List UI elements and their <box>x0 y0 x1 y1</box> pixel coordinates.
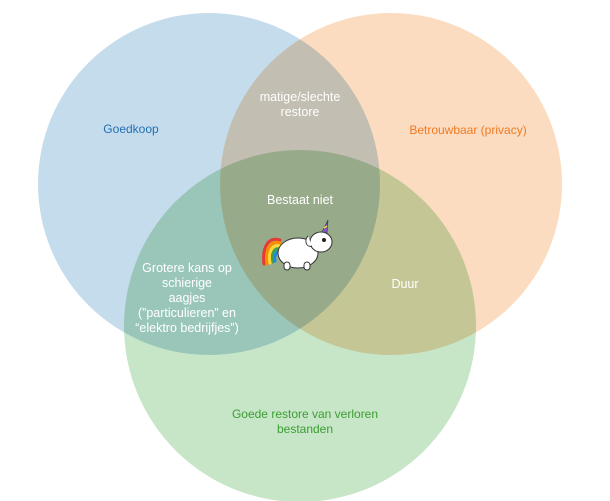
label-line: schierige <box>161 276 213 290</box>
label-line: Grotere kans op <box>142 261 232 275</box>
label-line: “elektro bedrijfjes”) <box>135 321 239 335</box>
unicorn-icon <box>262 219 333 271</box>
label-goede-restore: Goede restore van verloren bestanden <box>232 407 378 437</box>
label-all: Bestaat niet <box>266 193 334 207</box>
label-betrouwbaar-restore: Duur <box>391 277 419 291</box>
label-line: matige/slechte <box>259 90 341 104</box>
label-line: Goede restore van verloren <box>231 407 379 421</box>
label-goedkoop-restore: Grotere kans op schierige aagjes (”parti… <box>135 261 239 336</box>
label-line: restore <box>280 105 320 119</box>
label-line: (”particulieren” en <box>138 306 236 320</box>
label-line: aagjes <box>168 291 206 305</box>
label-line: bestanden <box>276 422 334 436</box>
label-betrouwbaar: Betrouwbaar (privacy) <box>409 123 527 137</box>
label-goedkoop-betrouwbaar: matige/slechte restore <box>260 90 341 120</box>
circle-goede-restore <box>124 150 476 501</box>
label-goedkoop: Goedkoop <box>103 122 159 136</box>
